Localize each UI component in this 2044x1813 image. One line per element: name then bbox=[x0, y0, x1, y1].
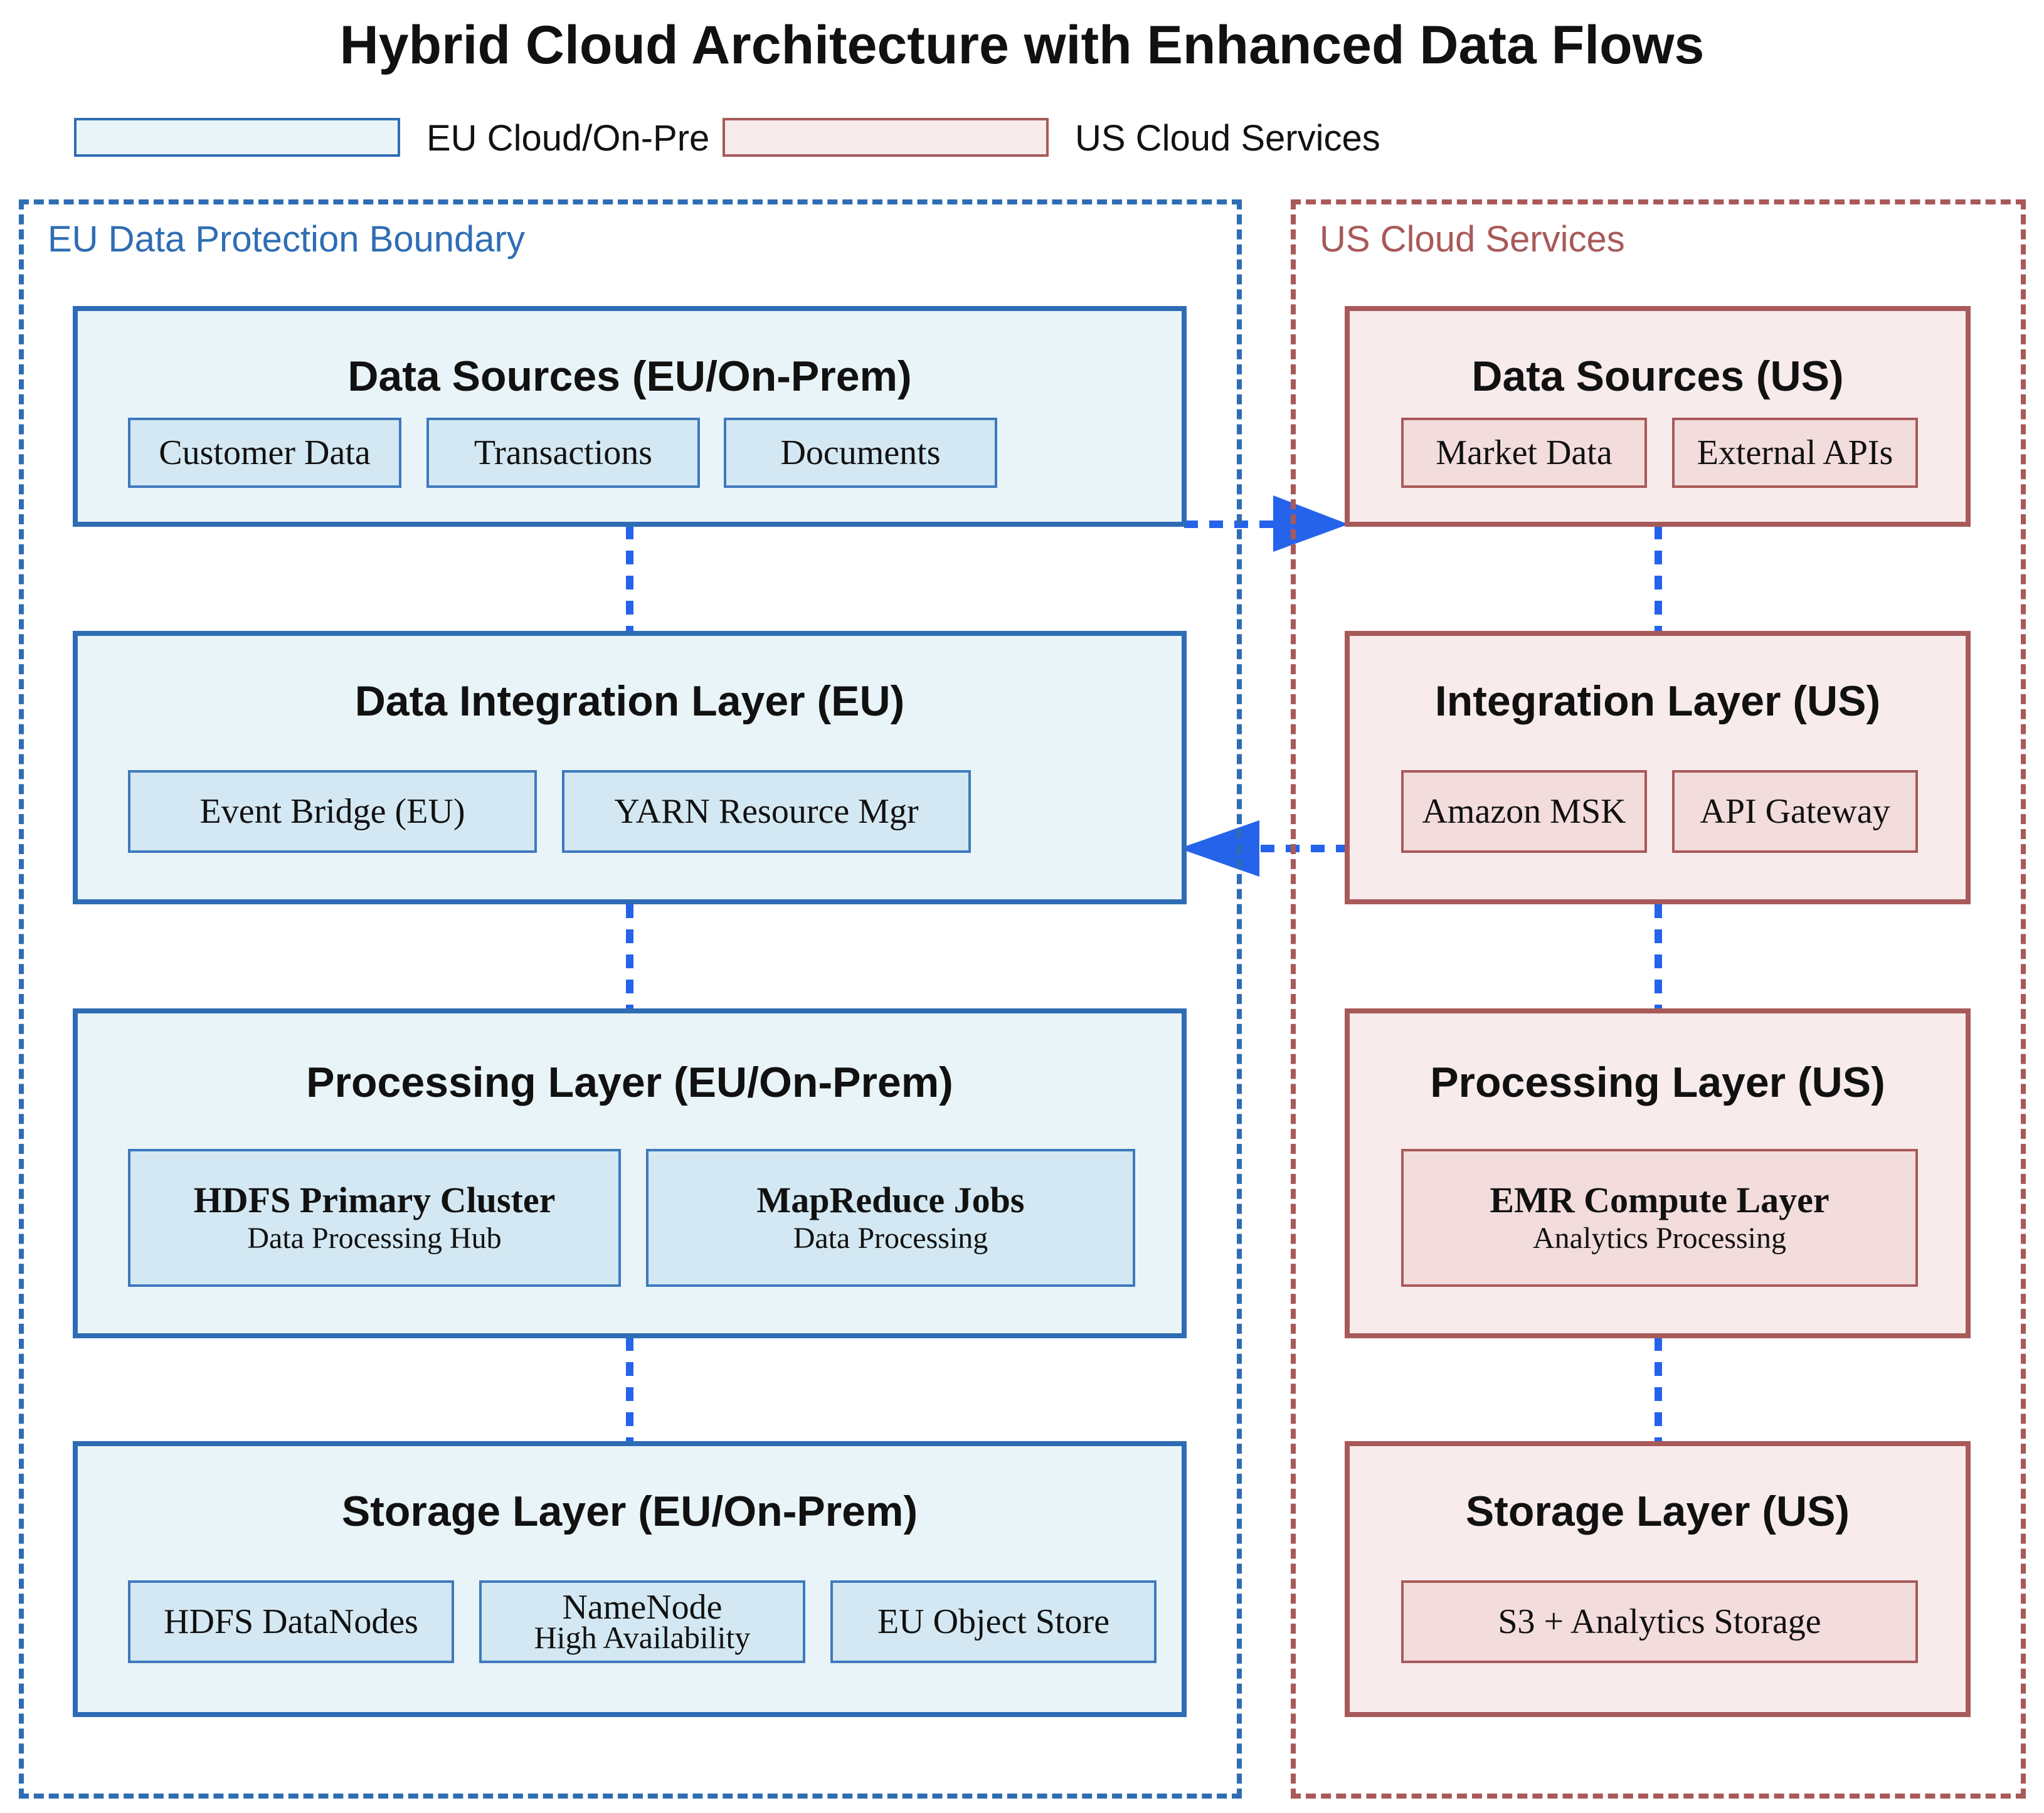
eu-component-label: Event Bridge (EU) bbox=[199, 792, 465, 831]
us-boundary-label: US Cloud Services bbox=[1320, 219, 1625, 260]
eu-storage-title: Storage Layer (EU/On-Prem) bbox=[341, 1488, 918, 1535]
eu-component-label: EU Object Store bbox=[877, 1602, 1110, 1641]
eu-component-label: YARN Resource Mgr bbox=[614, 792, 919, 831]
us-processing-title: Processing Layer (US) bbox=[1430, 1059, 1885, 1106]
eu-component-eu-object-store[interactable]: EU Object Store bbox=[830, 1580, 1157, 1663]
us-boundary bbox=[1291, 199, 2026, 1799]
eu-component-label: Documents bbox=[780, 433, 941, 472]
us-integration-title: Integration Layer (US) bbox=[1434, 677, 1881, 725]
eu-component-hdfs-primary-cluster[interactable]: HDFS Primary Cluster Data Processing Hub bbox=[128, 1149, 621, 1287]
us-component-emr-compute-layer[interactable]: EMR Compute Layer Analytics Processing bbox=[1401, 1149, 1918, 1287]
us-component-name: EMR Compute Layer bbox=[1490, 1180, 1830, 1220]
us-component-label: Market Data bbox=[1436, 433, 1612, 472]
eu-component-name: MapReduce Jobs bbox=[756, 1180, 1025, 1220]
eu-boundary-label: EU Data Protection Boundary bbox=[48, 219, 525, 260]
legend-label-us: US Cloud Services bbox=[1075, 118, 1380, 159]
us-component-market-data[interactable]: Market Data bbox=[1401, 418, 1647, 488]
eu-component-label: Transactions bbox=[474, 433, 653, 472]
us-component-sub: Analytics Processing bbox=[1533, 1222, 1786, 1255]
us-component-label: Amazon MSK bbox=[1422, 792, 1626, 831]
eu-integration-layer[interactable]: Data Integration Layer (EU) Event Bridge… bbox=[73, 631, 1187, 904]
eu-processing-layer[interactable]: Processing Layer (EU/On-Prem) HDFS Prima… bbox=[73, 1008, 1187, 1338]
eu-component-name: HDFS Primary Cluster bbox=[193, 1180, 556, 1220]
us-data-sources-title: Data Sources (US) bbox=[1471, 352, 1844, 400]
diagram-title: Hybrid Cloud Architecture with Enhanced … bbox=[339, 15, 1705, 75]
us-component-external-apis[interactable]: External APIs bbox=[1672, 418, 1918, 488]
eu-component-event-bridge[interactable]: Event Bridge (EU) bbox=[128, 770, 537, 853]
us-data-sources-layer[interactable]: Data Sources (US) Market Data External A… bbox=[1345, 306, 1971, 527]
eu-component-documents[interactable]: Documents bbox=[724, 418, 997, 488]
eu-component-sub: Data Processing Hub bbox=[247, 1222, 502, 1255]
us-processing-layer[interactable]: Processing Layer (US) EMR Compute Layer … bbox=[1345, 1008, 1971, 1338]
eu-data-sources-layer[interactable]: Data Sources (EU/On-Prem) Customer Data … bbox=[73, 306, 1187, 527]
eu-component-label: HDFS DataNodes bbox=[164, 1602, 418, 1641]
legend-swatch-us bbox=[723, 118, 1049, 157]
eu-integration-title: Data Integration Layer (EU) bbox=[354, 677, 905, 725]
us-component-label: S3 + Analytics Storage bbox=[1498, 1602, 1821, 1641]
eu-component-label: NameNode bbox=[562, 1588, 723, 1627]
us-storage-title: Storage Layer (US) bbox=[1465, 1488, 1850, 1535]
eu-component-namenode[interactable]: NameNode High Availability bbox=[479, 1580, 805, 1663]
eu-component-yarn-resource-mgr[interactable]: YARN Resource Mgr bbox=[562, 770, 971, 853]
eu-component-sub: Data Processing bbox=[793, 1222, 988, 1255]
us-component-amazon-msk[interactable]: Amazon MSK bbox=[1401, 770, 1647, 853]
us-integration-layer[interactable]: Integration Layer (US) Amazon MSK API Ga… bbox=[1345, 631, 1971, 904]
eu-component-transactions[interactable]: Transactions bbox=[426, 418, 700, 488]
eu-storage-layer[interactable]: Storage Layer (EU/On-Prem) HDFS DataNode… bbox=[73, 1441, 1187, 1717]
legend-swatch-eu bbox=[74, 118, 400, 157]
us-component-label: API Gateway bbox=[1700, 792, 1890, 831]
legend-label-eu: EU Cloud/On-Pre bbox=[426, 118, 710, 159]
eu-component-hdfs-datanodes[interactable]: HDFS DataNodes bbox=[128, 1580, 454, 1663]
eu-component-label: Customer Data bbox=[159, 433, 371, 472]
eu-component-mapreduce-jobs[interactable]: MapReduce Jobs Data Processing bbox=[646, 1149, 1135, 1287]
eu-component-sub: High Availability bbox=[534, 1620, 751, 1655]
us-storage-layer[interactable]: Storage Layer (US) S3 + Analytics Storag… bbox=[1345, 1441, 1971, 1717]
us-component-label: External APIs bbox=[1697, 433, 1893, 472]
eu-boundary bbox=[19, 199, 1242, 1799]
us-component-s3-analytics-storage[interactable]: S3 + Analytics Storage bbox=[1401, 1580, 1918, 1663]
eu-data-sources-title: Data Sources (EU/On-Prem) bbox=[347, 352, 912, 400]
eu-processing-title: Processing Layer (EU/On-Prem) bbox=[306, 1059, 953, 1106]
eu-component-customer-data[interactable]: Customer Data bbox=[128, 418, 401, 488]
us-component-api-gateway[interactable]: API Gateway bbox=[1672, 770, 1918, 853]
